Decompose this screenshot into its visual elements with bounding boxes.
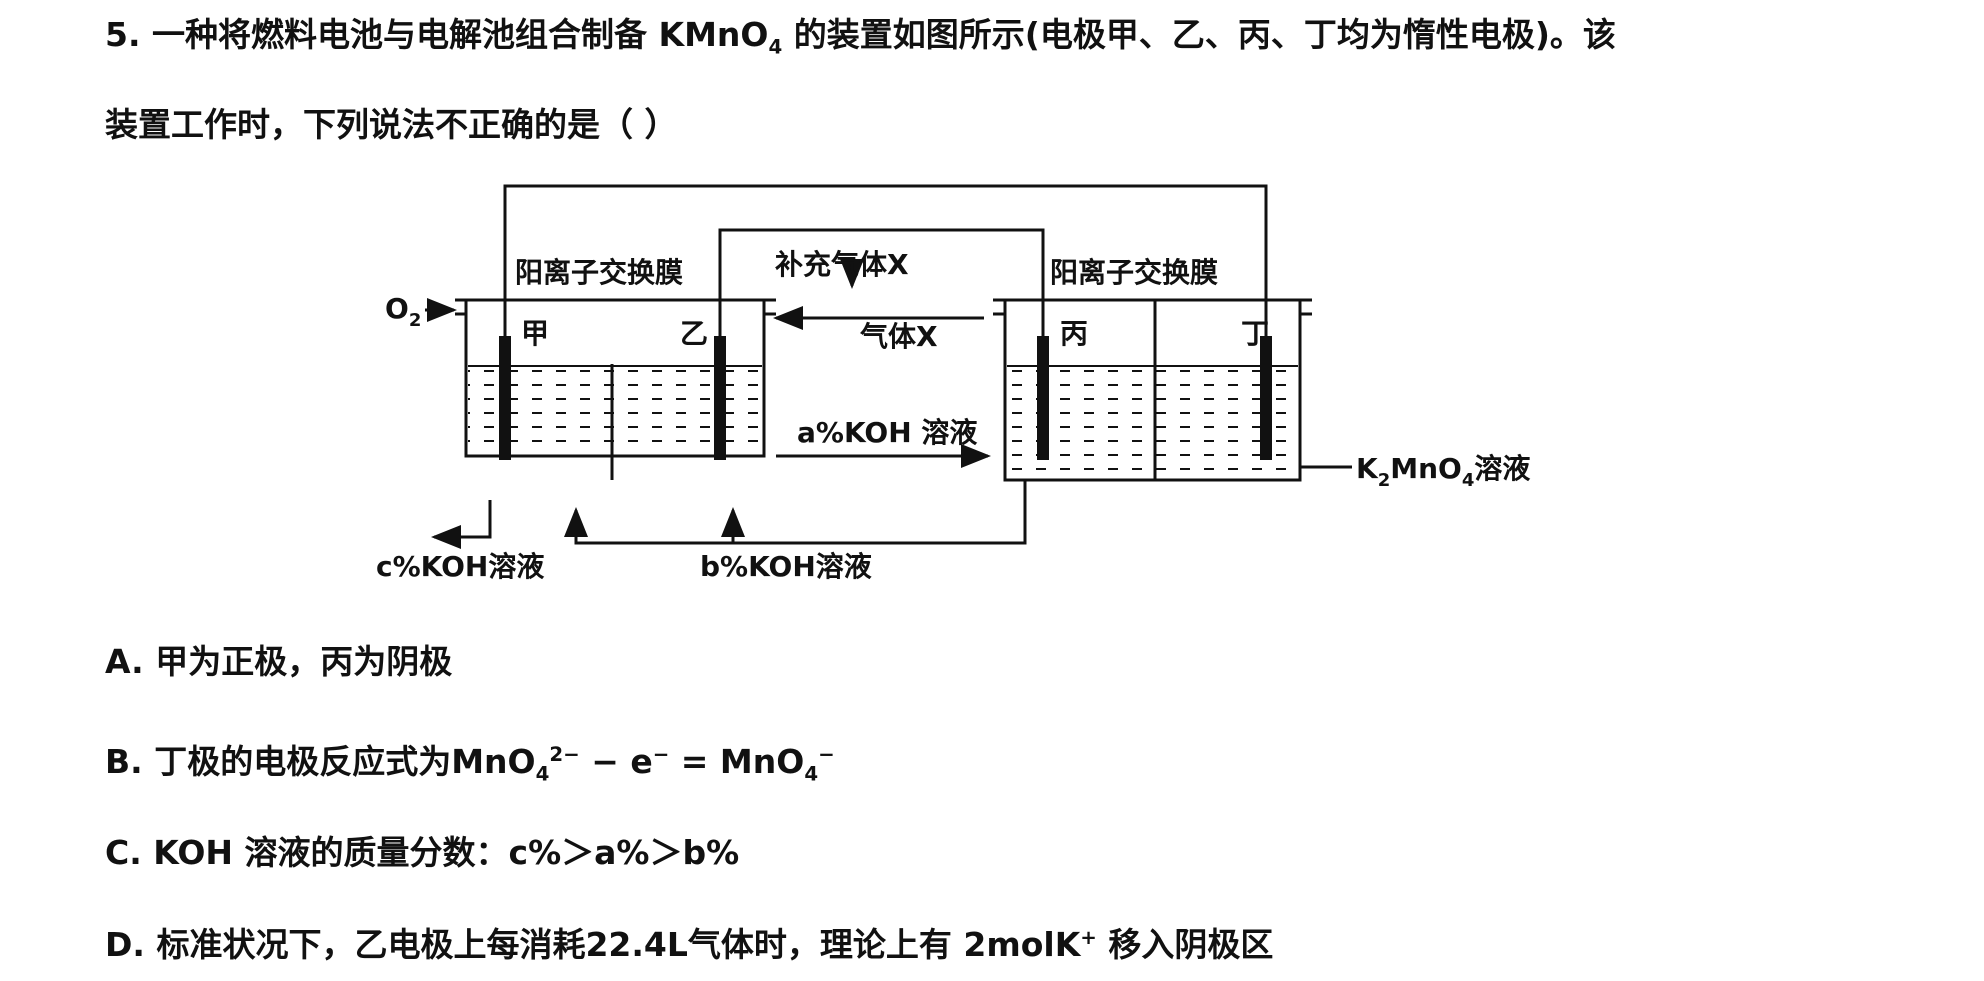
option-a-text: 甲为正极，丙为阴极 (155, 642, 453, 681)
option-b-sup2: − (652, 743, 670, 766)
electrode-ding (1260, 336, 1272, 460)
option-c-text: KOH 溶液的质量分数：c%＞a%＞b% (153, 833, 740, 872)
k2mno4-label: K2MnO4溶液 (1356, 452, 1530, 491)
option-b-sup1: 2− (549, 743, 580, 766)
option-d: D. 标准状况下，乙电极上每消耗22.4L气体时，理论上有 2molK+ 移入阴… (105, 918, 1273, 966)
option-b-eq: = MnO (669, 742, 805, 781)
option-b: B. 丁极的电极反应式为MnO42− − e− = MnO4− (105, 735, 835, 786)
electrode-yi-label: 乙 (680, 317, 708, 350)
question-number: 5. (105, 15, 141, 54)
electrode-ding-label: 丁 (1241, 317, 1269, 350)
option-b-sub2: 4 (804, 762, 819, 786)
flow-lines (425, 258, 1352, 549)
electrode-bing (1037, 336, 1049, 460)
option-d-sup: + (1080, 926, 1097, 949)
koh-c-label: c%KOH溶液 (376, 550, 544, 583)
option-a-label: A. (105, 642, 144, 681)
fuel-cell-electrolyte (468, 366, 762, 454)
formula-sub: 4 (768, 35, 783, 59)
koh-a-label: a%KOH 溶液 (797, 416, 977, 449)
supplement-gas-label: 补充气体X (775, 248, 909, 281)
option-d-label: D. (105, 925, 145, 964)
option-b-sub1: 4 (535, 762, 550, 786)
option-c-label: C. (105, 833, 142, 872)
formula-main: KMnO (658, 15, 769, 54)
electrode-yi (714, 336, 726, 460)
option-b-text: 丁极的电极反应式为MnO (154, 742, 536, 781)
gas-x-label: 气体X (859, 320, 938, 353)
electrolysis-electrolyte (1007, 366, 1298, 478)
option-b-sup3: − (818, 743, 835, 766)
option-d-tail: 移入阴极区 (1096, 925, 1274, 964)
electrode-jia-label: 甲 (521, 317, 549, 350)
option-d-text: 标准状况下，乙电极上每消耗22.4L气体时，理论上有 2molK (156, 925, 1081, 964)
question-line-2: 装置工作时，下列说法不正确的是（ ） (105, 105, 678, 144)
electrode-jia (499, 336, 511, 460)
option-b-mid: − e (579, 742, 653, 781)
circuit-wires (503, 184, 1268, 336)
formula-kmno4: KMnO4 (658, 15, 783, 59)
koh-b-label: b%KOH溶液 (700, 550, 872, 583)
question-line-1: 5. 一种将燃料电池与电解池组合制备 KMnO4 的装置如图所示(电极甲、乙、丙… (105, 8, 1616, 59)
membrane-left-label: 阳离子交换膜 (515, 256, 683, 289)
option-b-label: B. (105, 742, 143, 781)
membrane-right-label: 阳离子交换膜 (1050, 256, 1218, 289)
option-a: A. 甲为正极，丙为阴极 (105, 635, 452, 683)
electrode-bing-label: 丙 (1060, 317, 1088, 350)
question-text-part1: 一种将燃料电池与电解池组合制备 (152, 15, 647, 54)
o2-label: O2 (385, 292, 421, 331)
question-text-part2: 的装置如图所示(电极甲、乙、丙、丁均为惰性电极)。该 (793, 15, 1616, 54)
option-c: C. KOH 溶液的质量分数：c%＞a%＞b% (105, 826, 739, 874)
